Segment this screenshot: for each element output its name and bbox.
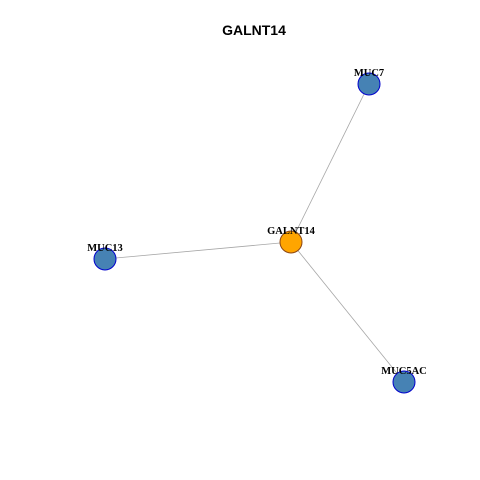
node-galnt14: GALNT14 (267, 226, 316, 254)
node-label-muc7: MUC7 (354, 68, 384, 79)
diagram-title: GALNT14 (222, 22, 286, 38)
node-label-muc13: MUC13 (87, 243, 123, 254)
edge-galnt14-muc7 (290, 83, 370, 243)
node-circle-muc5ac (392, 370, 416, 394)
node-muc7: MUC7 (354, 68, 384, 96)
node-label-muc5ac: MUC5AC (381, 366, 427, 377)
node-muc5ac: MUC5AC (381, 366, 427, 394)
node-circle-muc7 (357, 72, 381, 96)
edge-galnt14-muc5ac (290, 241, 405, 383)
edge-galnt14-muc13 (104, 241, 292, 260)
node-circle-galnt14 (279, 230, 303, 254)
node-label-galnt14: GALNT14 (267, 226, 316, 237)
edges-layer (104, 83, 405, 383)
node-muc13: MUC13 (87, 243, 123, 271)
node-circle-muc13 (93, 247, 117, 271)
